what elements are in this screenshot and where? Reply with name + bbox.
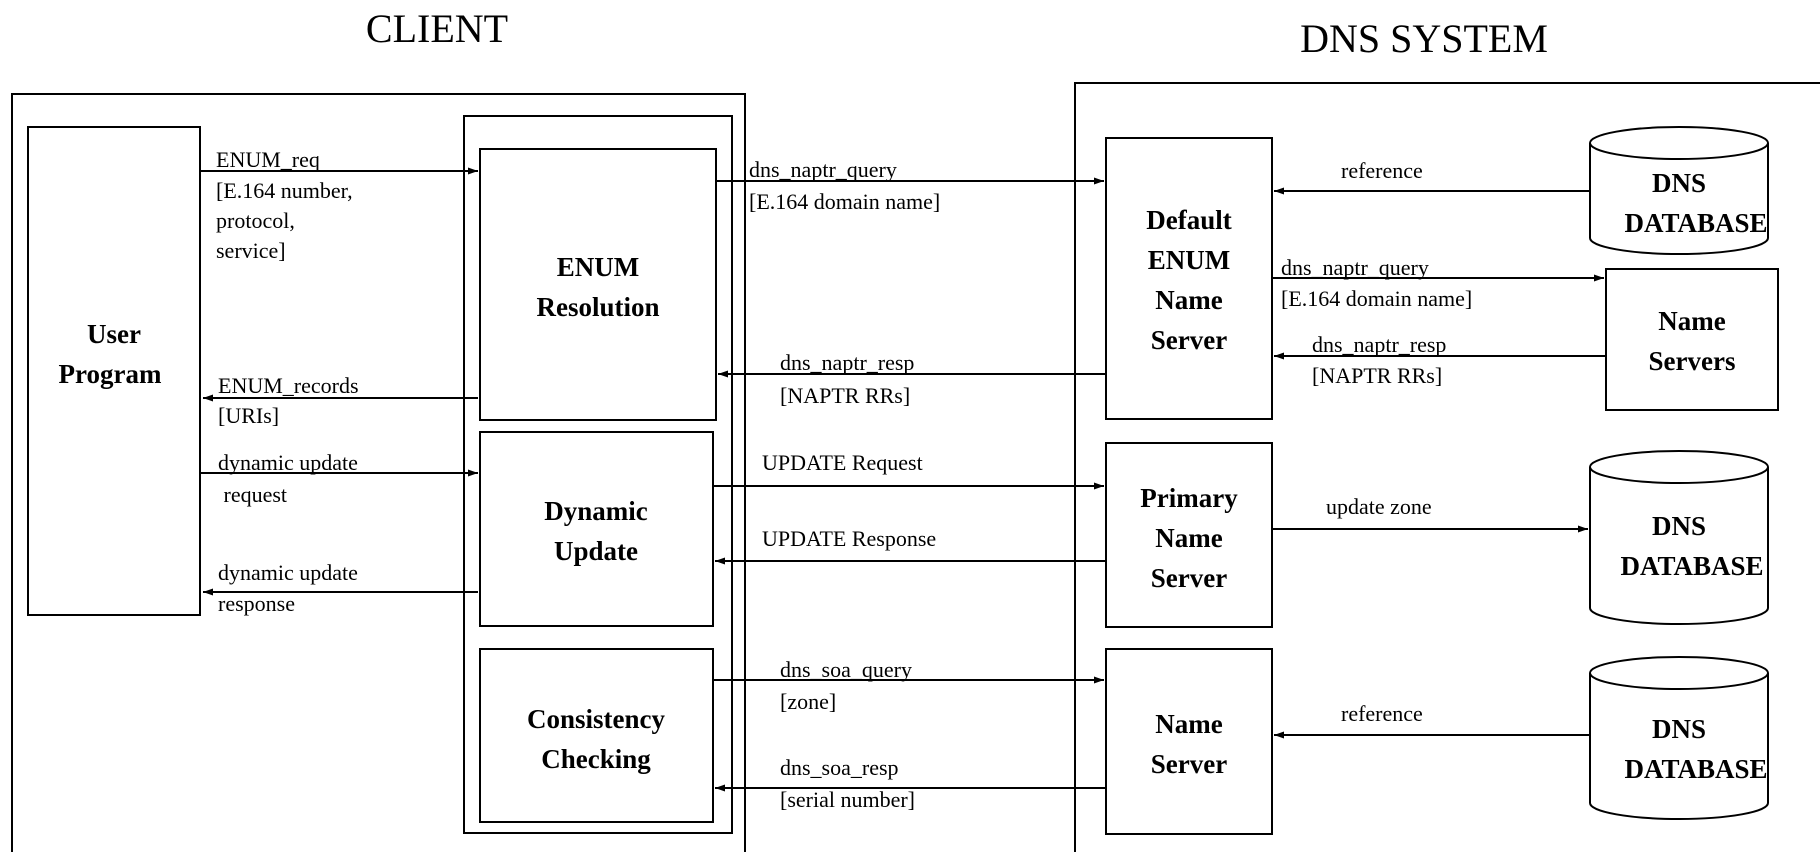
enum-req-label: ENUM_req [E.164 number, protocol, servic… — [216, 147, 353, 263]
name-server-label-line1: Name — [1155, 709, 1222, 739]
primary-name-server-box: Primary Name Server — [1105, 442, 1273, 628]
db-top-label-line1: DNS — [1652, 168, 1706, 198]
client-container — [11, 93, 746, 852]
consistency-checking-label-line1: Consistency — [527, 704, 666, 734]
soa-query-label: dns_soa_query [zone] — [780, 657, 912, 714]
user-program-label-line2: Program — [59, 359, 162, 389]
name-server-label-line2: Server — [1151, 749, 1227, 779]
primary-label-line3: Server — [1151, 563, 1227, 593]
name-servers-label-line1: Name — [1658, 306, 1725, 336]
dynamic-update-label-line2: Update — [554, 536, 638, 566]
default-enum-name-server-box: Default ENUM Name Server — [1105, 137, 1273, 420]
default-enum-label-line2: ENUM — [1148, 245, 1231, 275]
naptr-query-label-line2: [E.164 domain name] — [749, 189, 940, 214]
naptr-resp-2-label-line1: dns_naptr_resp — [1312, 332, 1446, 357]
consistency-checking-box: Consistency Checking — [479, 648, 714, 823]
naptr-resp-2-label-line2: [NAPTR RRs] — [1312, 363, 1442, 388]
update-response-label: UPDATE Response — [762, 526, 936, 551]
primary-label-line2: Name — [1155, 523, 1222, 553]
enum-req-label-line2: [E.164 number, — [216, 178, 353, 203]
dns-database-bottom: DNS DATABASE — [1589, 656, 1769, 820]
enum-req-label-line3: protocol, — [216, 208, 295, 233]
consistency-checking-label-line2: Checking — [541, 744, 651, 774]
naptr-query-label-line1: dns_naptr_query — [749, 157, 897, 182]
dns-database-top: DNS DATABASE — [1589, 126, 1769, 255]
default-enum-label-line3: Name — [1155, 285, 1222, 315]
dyn-req-label-line1: dynamic update — [218, 450, 358, 475]
dyn-resp-label-line2: response — [218, 591, 295, 616]
enum-records-label-line1: ENUM_records — [218, 373, 359, 398]
soa-resp-label: dns_soa_resp [serial number] — [780, 755, 915, 812]
dynamic-update-label-line1: Dynamic — [544, 496, 648, 526]
dynamic-update-request-label: dynamic update request — [218, 450, 358, 507]
dns-system-container — [1074, 82, 1820, 852]
enum-resolution-label-line1: ENUM — [557, 252, 640, 282]
client-heading: CLIENT — [366, 6, 508, 51]
update-zone-label: update zone — [1326, 494, 1432, 519]
enum-records-label-line2: [URIs] — [218, 403, 279, 428]
enum-records-label: ENUM_records [URIs] — [218, 373, 359, 428]
name-servers-label-line2: Servers — [1649, 346, 1736, 376]
db-mid-label-line1: DNS — [1652, 511, 1706, 541]
db-mid-label-line2: DATABASE — [1620, 551, 1763, 581]
default-enum-label-line1: Default — [1146, 205, 1231, 235]
update-request-label: UPDATE Request — [762, 450, 923, 475]
dyn-resp-label-line1: dynamic update — [218, 560, 358, 585]
naptr-resp-label-line2: [NAPTR RRs] — [780, 383, 910, 408]
naptr-query-2-label-line1: dns_naptr_query — [1281, 255, 1429, 280]
user-program-label-line1: User — [87, 319, 141, 349]
enum-resolution-label-line2: Resolution — [536, 292, 659, 322]
naptr-query-2-label: dns_naptr_query [E.164 domain name] — [1281, 255, 1472, 311]
naptr-query-2-label-line2: [E.164 domain name] — [1281, 286, 1472, 311]
dynamic-update-response-label: dynamic update response — [218, 560, 358, 616]
soa-query-label-line1: dns_soa_query — [780, 657, 912, 682]
soa-resp-label-line1: dns_soa_resp — [780, 755, 899, 780]
enum-resolution-box: ENUM Resolution — [479, 148, 717, 421]
naptr-resp-label: dns_naptr_resp [NAPTR RRs] — [780, 350, 914, 408]
client-inner-container — [463, 115, 733, 834]
db-top-label-line2: DATABASE — [1624, 208, 1767, 238]
naptr-query-label: dns_naptr_query [E.164 domain name] — [749, 157, 940, 214]
dyn-req-label-line2: request — [218, 482, 287, 507]
enum-req-label-line4: service] — [216, 238, 286, 263]
soa-resp-label-line2: [serial number] — [780, 787, 915, 812]
primary-label-line1: Primary — [1140, 483, 1238, 513]
reference-bottom-label: reference — [1341, 701, 1423, 726]
reference-top-label: reference — [1341, 158, 1423, 183]
naptr-resp-label-line1: dns_naptr_resp — [780, 350, 914, 375]
dynamic-update-box: Dynamic Update — [479, 431, 714, 627]
user-program-box: User Program — [27, 126, 201, 616]
db-bot-label-line2: DATABASE — [1624, 754, 1767, 784]
dns-system-heading: DNS SYSTEM — [1300, 16, 1548, 61]
name-server-box: Name Server — [1105, 648, 1273, 835]
dns-database-middle: DNS DATABASE — [1589, 450, 1769, 625]
enum-req-label-line1: ENUM_req — [216, 147, 320, 172]
soa-query-label-line2: [zone] — [780, 689, 836, 714]
db-bot-label-line1: DNS — [1652, 714, 1706, 744]
naptr-resp-2-label: dns_naptr_resp [NAPTR RRs] — [1312, 332, 1446, 388]
default-enum-label-line4: Server — [1151, 325, 1227, 355]
name-servers-box: Name Servers — [1605, 268, 1779, 411]
